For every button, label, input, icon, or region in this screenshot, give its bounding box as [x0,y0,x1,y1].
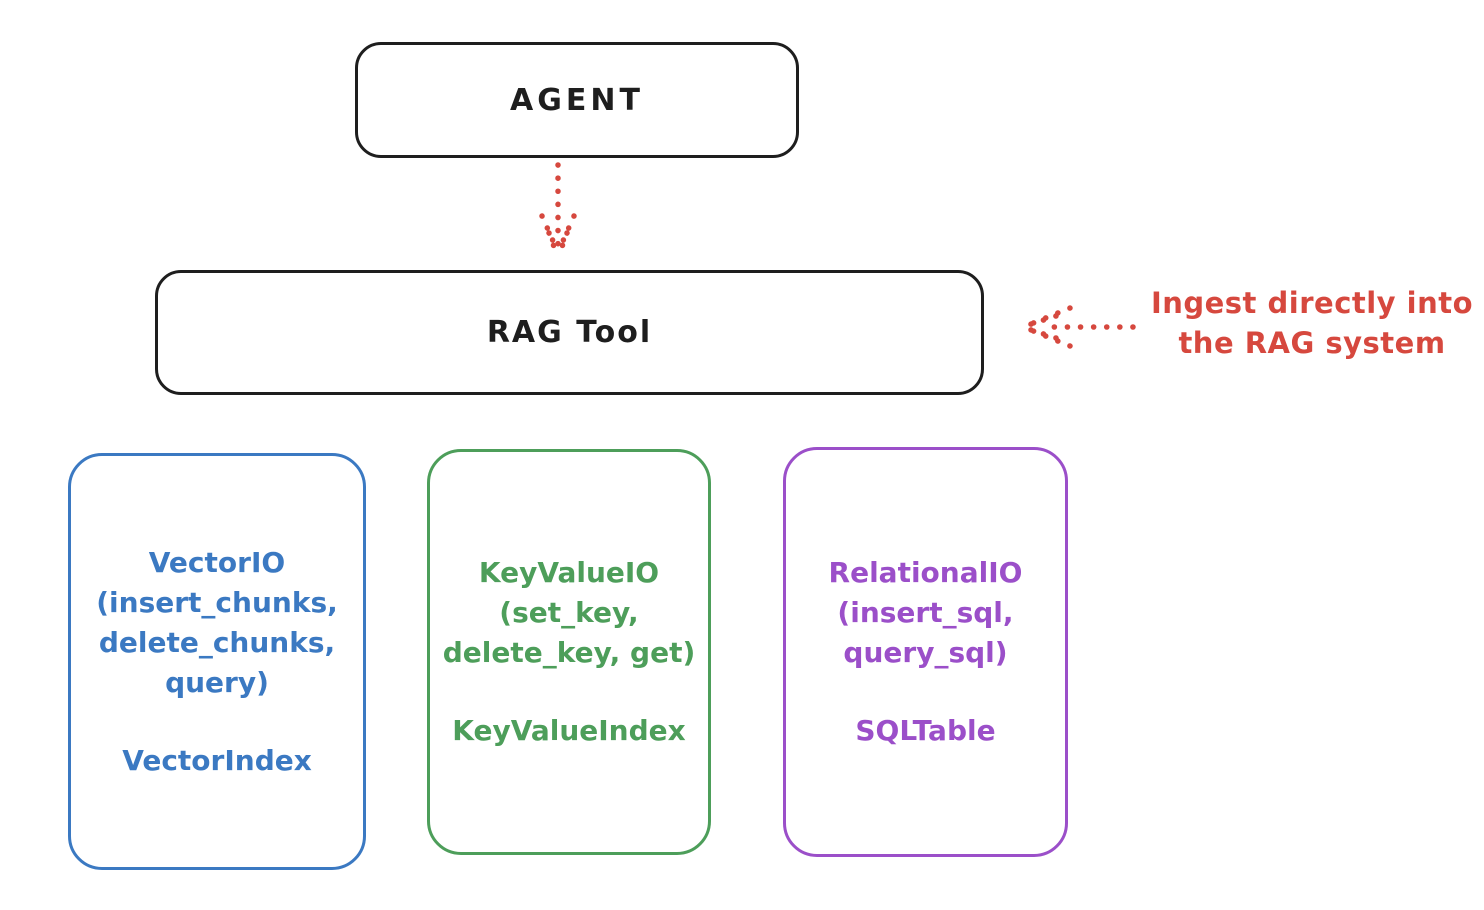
keyvalue-io-box: KeyValueIO (set_key, delete_key, get) Ke… [427,449,711,855]
ingest-annotation: Ingest directly into the RAG system [1140,283,1484,363]
vector-io-box: VectorIO (insert_chunks, delete_chunks, … [68,453,366,870]
relational-io-text: RelationalIO (insert_sql, query_sql) [829,553,1023,673]
annotation-line-2: the RAG system [1178,326,1446,360]
relational-io-title: RelationalIO [828,556,1023,589]
keyvalue-io-text: KeyValueIO (set_key, delete_key, get) [443,553,696,673]
agent-label: AGENT [510,82,644,118]
vector-io-method-line: query) [165,665,269,699]
arrow-down-agent-to-ragtool-icon [539,162,577,258]
vector-io-method-line: (insert_chunks, [96,585,338,619]
vector-io-text: VectorIO (insert_chunks, delete_chunks, … [96,543,338,703]
keyvalue-index-label: KeyValueIndex [452,714,686,747]
keyvalue-io-method-line: delete_key, get) [442,636,696,669]
relational-io-method-line: query_sql) [843,636,1008,669]
rag-tool-box: RAG Tool [155,270,984,395]
arrow-left-annotation-to-ragtool-icon [1019,305,1136,349]
sql-table-label: SQLTable [855,714,996,747]
vector-io-title: VectorIO [148,545,286,579]
vector-io-method-line: delete_chunks, [98,625,336,659]
rag-tool-label: RAG Tool [486,315,653,350]
keyvalue-io-method-line: (set_key, [499,596,639,629]
keyvalue-io-title: KeyValueIO [478,556,660,589]
annotation-line-1: Ingest directly into [1150,286,1474,320]
vector-index-label: VectorIndex [122,743,312,777]
relational-io-method-line: (insert_sql, [837,596,1014,629]
agent-box: AGENT [355,42,799,158]
relational-io-box: RelationalIO (insert_sql, query_sql) SQL… [783,447,1068,857]
